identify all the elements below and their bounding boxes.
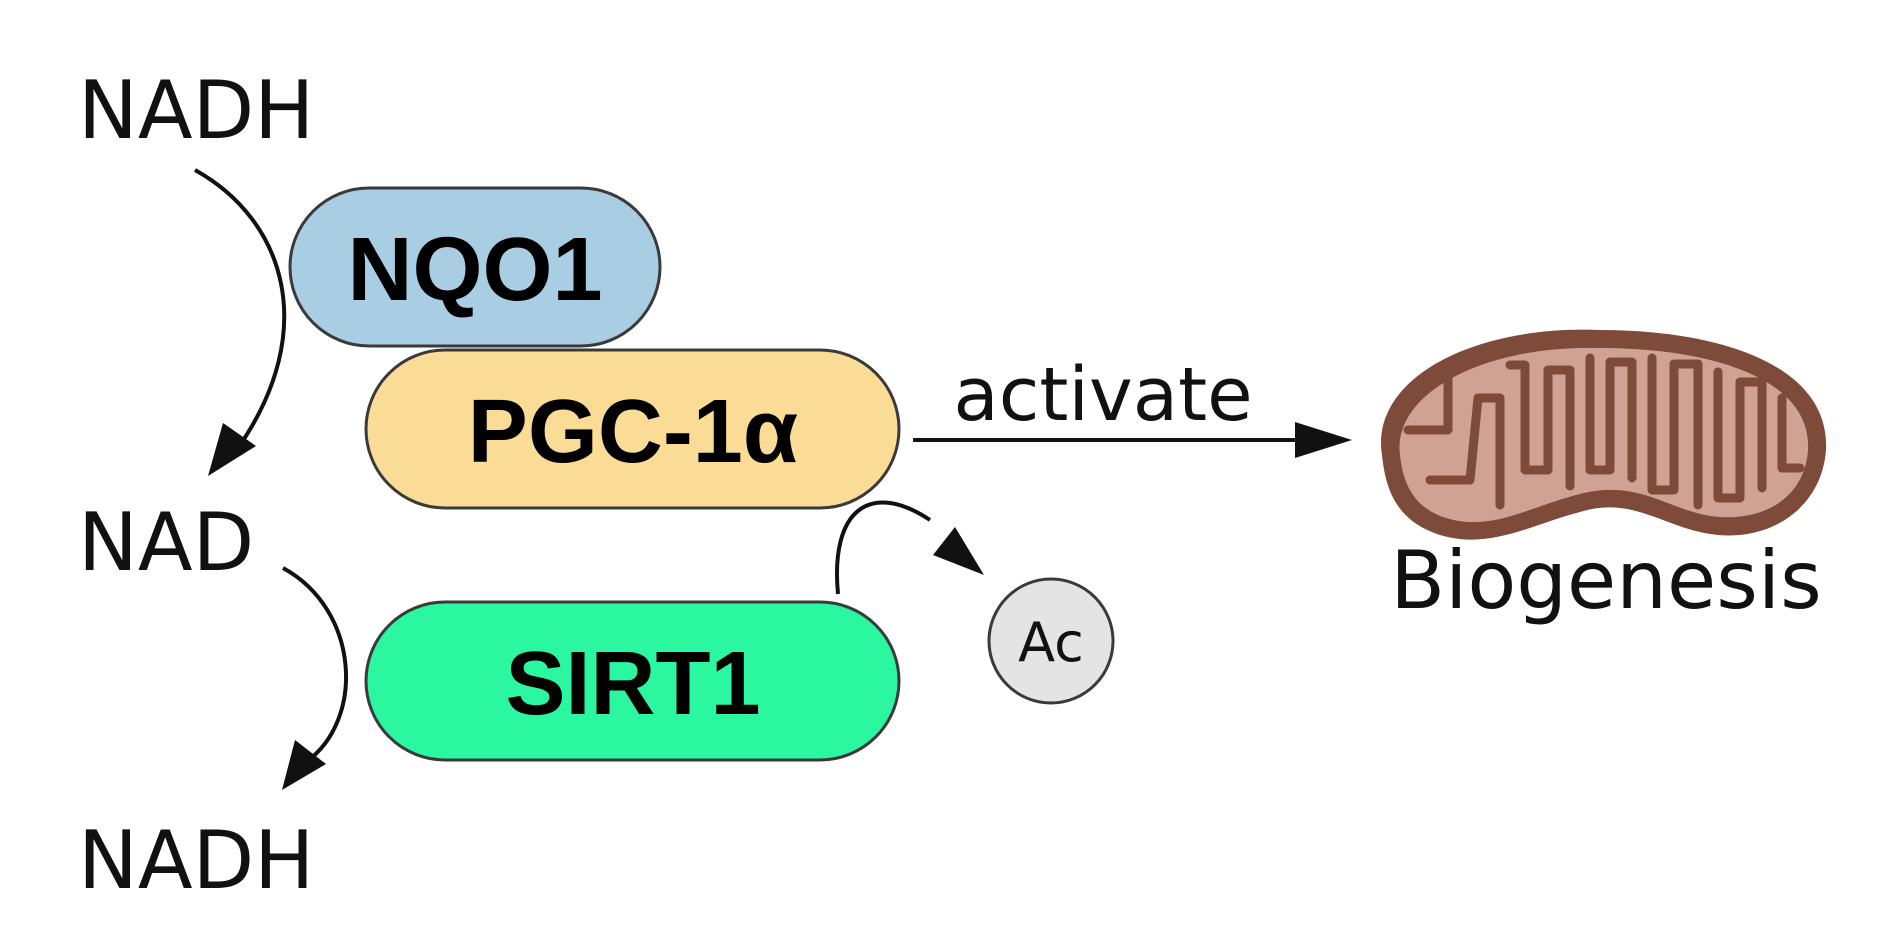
nqo1-label: NQO1 <box>347 220 602 320</box>
activate-label: activate <box>953 352 1252 438</box>
deacetylation-arrow <box>835 500 932 595</box>
pgc1a-label: PGC-1α <box>468 382 798 482</box>
acetyl-label: Ac <box>1018 611 1084 674</box>
nadh-to-nad-arrow <box>194 168 287 450</box>
acetyl-group: Ac <box>987 577 1115 705</box>
sirt1-node: SIRT1 <box>364 600 901 762</box>
biogenesis-label: Biogenesis <box>1390 534 1822 627</box>
mitochondrion-cristae <box>1403 353 1805 510</box>
nadh-to-nad-arrowhead <box>208 423 256 476</box>
mitochondrion-icon <box>1381 329 1827 540</box>
nadh-bottom-label: NADH <box>78 814 314 907</box>
nqo1-node: NQO1 <box>288 186 662 348</box>
nadh-top-label: NADH <box>78 64 314 157</box>
deacetylation-arrowhead <box>933 527 984 575</box>
activate-arrowhead <box>1295 422 1352 458</box>
nad-to-nadh-arrow <box>282 566 348 764</box>
nad-to-nadh-arrowhead <box>282 740 326 790</box>
pgc1a-node: PGC-1α <box>364 348 901 510</box>
nad-label: NAD <box>78 496 254 589</box>
sirt1-label: SIRT1 <box>505 634 760 734</box>
